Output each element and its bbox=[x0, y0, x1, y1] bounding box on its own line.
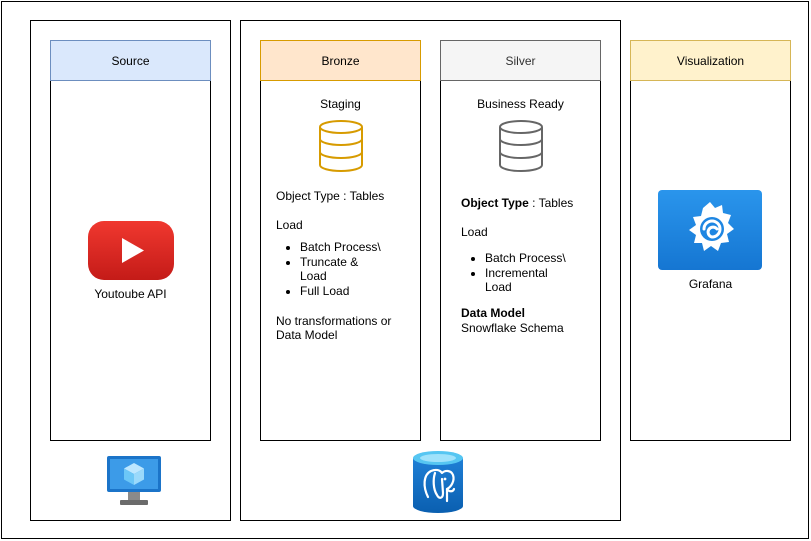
silver-title: Business Ready bbox=[477, 97, 564, 111]
silver-header: Silver bbox=[440, 40, 601, 81]
bronze-database-icon bbox=[318, 119, 364, 173]
silver-object-type: Object Type : Tables bbox=[461, 196, 573, 210]
list-item: Batch Process\ bbox=[300, 240, 416, 254]
bronze-column bbox=[260, 40, 421, 441]
bronze-header-label: Bronze bbox=[321, 53, 360, 68]
silver-database-icon bbox=[498, 119, 544, 173]
bronze-object-type: Object Type : Tables bbox=[276, 189, 385, 203]
silver-load-label: Load bbox=[461, 225, 488, 239]
source-header: Source bbox=[50, 40, 211, 81]
silver-object-type-label: Object Type bbox=[461, 196, 529, 210]
visualization-header-label: Visualization bbox=[676, 53, 745, 68]
bronze-title: Staging bbox=[320, 97, 361, 111]
source-label: Youtoube API bbox=[94, 287, 167, 301]
azure-postgresql-icon bbox=[411, 449, 465, 515]
list-item: Batch Process\ bbox=[485, 251, 601, 265]
silver-data-model-label: Data Model bbox=[461, 306, 526, 320]
visualization-header: Visualization bbox=[630, 40, 791, 81]
visualization-label: Grafana bbox=[688, 277, 733, 291]
bronze-load-label: Load bbox=[276, 218, 303, 232]
list-item: Full Load bbox=[300, 284, 416, 298]
silver-object-type-value: : Tables bbox=[528, 196, 574, 210]
grafana-logo bbox=[658, 190, 762, 270]
list-item: Incremental Load bbox=[485, 266, 560, 294]
silver-column bbox=[440, 40, 601, 441]
bronze-load-list: Batch Process\ Truncate & Load Full Load bbox=[276, 240, 416, 299]
bronze-note: No transformations or Data Model bbox=[276, 314, 392, 342]
azure-vm-icon bbox=[106, 455, 162, 507]
list-item: Truncate & Load bbox=[300, 255, 370, 283]
silver-load-list: Batch Process\ Incremental Load bbox=[461, 251, 601, 295]
bronze-header: Bronze bbox=[260, 40, 421, 81]
silver-data-model-value: Snowflake Schema bbox=[461, 321, 564, 335]
source-header-label: Source bbox=[111, 53, 150, 68]
silver-header-label: Silver bbox=[505, 53, 536, 68]
youtube-logo bbox=[88, 221, 174, 280]
